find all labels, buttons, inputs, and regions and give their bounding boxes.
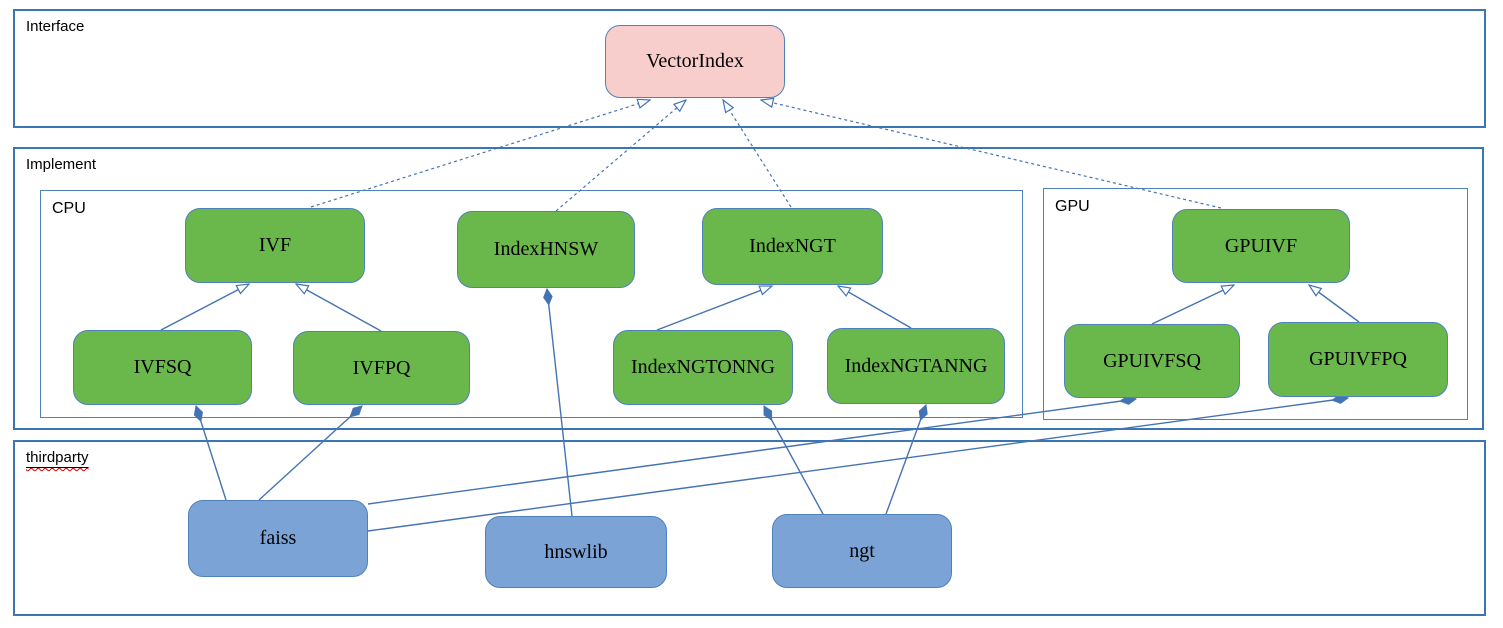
node-faiss-label: faiss bbox=[259, 527, 297, 549]
node-indexngtanng: IndexNGTANNG bbox=[827, 328, 1005, 404]
node-gpuivfpq: GPUIVFPQ bbox=[1268, 322, 1448, 397]
container-implement-label: Implement bbox=[26, 156, 97, 173]
node-ngt-label: ngt bbox=[849, 539, 875, 562]
node-vectorindex-label: VectorIndex bbox=[646, 50, 744, 72]
node-ivf-label: IVF bbox=[258, 234, 292, 256]
node-ivfpq-label: IVFPQ bbox=[352, 356, 411, 379]
node-gpuivf-label: GPUIVF bbox=[1224, 234, 1298, 257]
node-hnswlib: hnswlib bbox=[485, 516, 667, 588]
node-ngt: ngt bbox=[772, 514, 952, 588]
node-gpuivfpq-label: GPUIVFPQ bbox=[1309, 348, 1407, 370]
node-hnswlib-label: hnswlib bbox=[544, 540, 608, 563]
node-indexngtanng-label: IndexNGTANNG bbox=[844, 354, 988, 377]
node-indexngtonng-label: IndexNGTONNG bbox=[630, 356, 776, 378]
node-gpuivfsq: GPUIVFSQ bbox=[1064, 324, 1240, 398]
node-indexngtonng: IndexNGTONNG bbox=[613, 330, 793, 405]
container-cpu-label: CPU bbox=[52, 200, 86, 217]
node-vectorindex: VectorIndex bbox=[605, 25, 785, 98]
container-thirdparty-label: thirdparty bbox=[26, 449, 89, 466]
node-indexngt: IndexNGT bbox=[702, 208, 883, 285]
node-gpuivf: GPUIVF bbox=[1172, 209, 1350, 283]
node-indexngt-label: IndexNGT bbox=[749, 235, 836, 257]
node-gpuivfsq-label: GPUIVFSQ bbox=[1103, 349, 1201, 372]
node-indexhnsw: IndexHNSW bbox=[457, 211, 635, 288]
container-thirdparty-label-text: thirdparty bbox=[26, 449, 89, 466]
node-faiss: faiss bbox=[188, 500, 368, 577]
node-ivfsq-label: IVFSQ bbox=[133, 356, 192, 378]
node-ivf: IVF bbox=[185, 208, 365, 283]
node-ivfsq: IVFSQ bbox=[73, 330, 252, 405]
node-ivfpq: IVFPQ bbox=[293, 331, 470, 405]
container-interface-label: Interface bbox=[26, 18, 85, 35]
node-indexhnsw-label: IndexHNSW bbox=[493, 238, 599, 260]
container-gpu-label: GPU bbox=[1055, 198, 1090, 215]
